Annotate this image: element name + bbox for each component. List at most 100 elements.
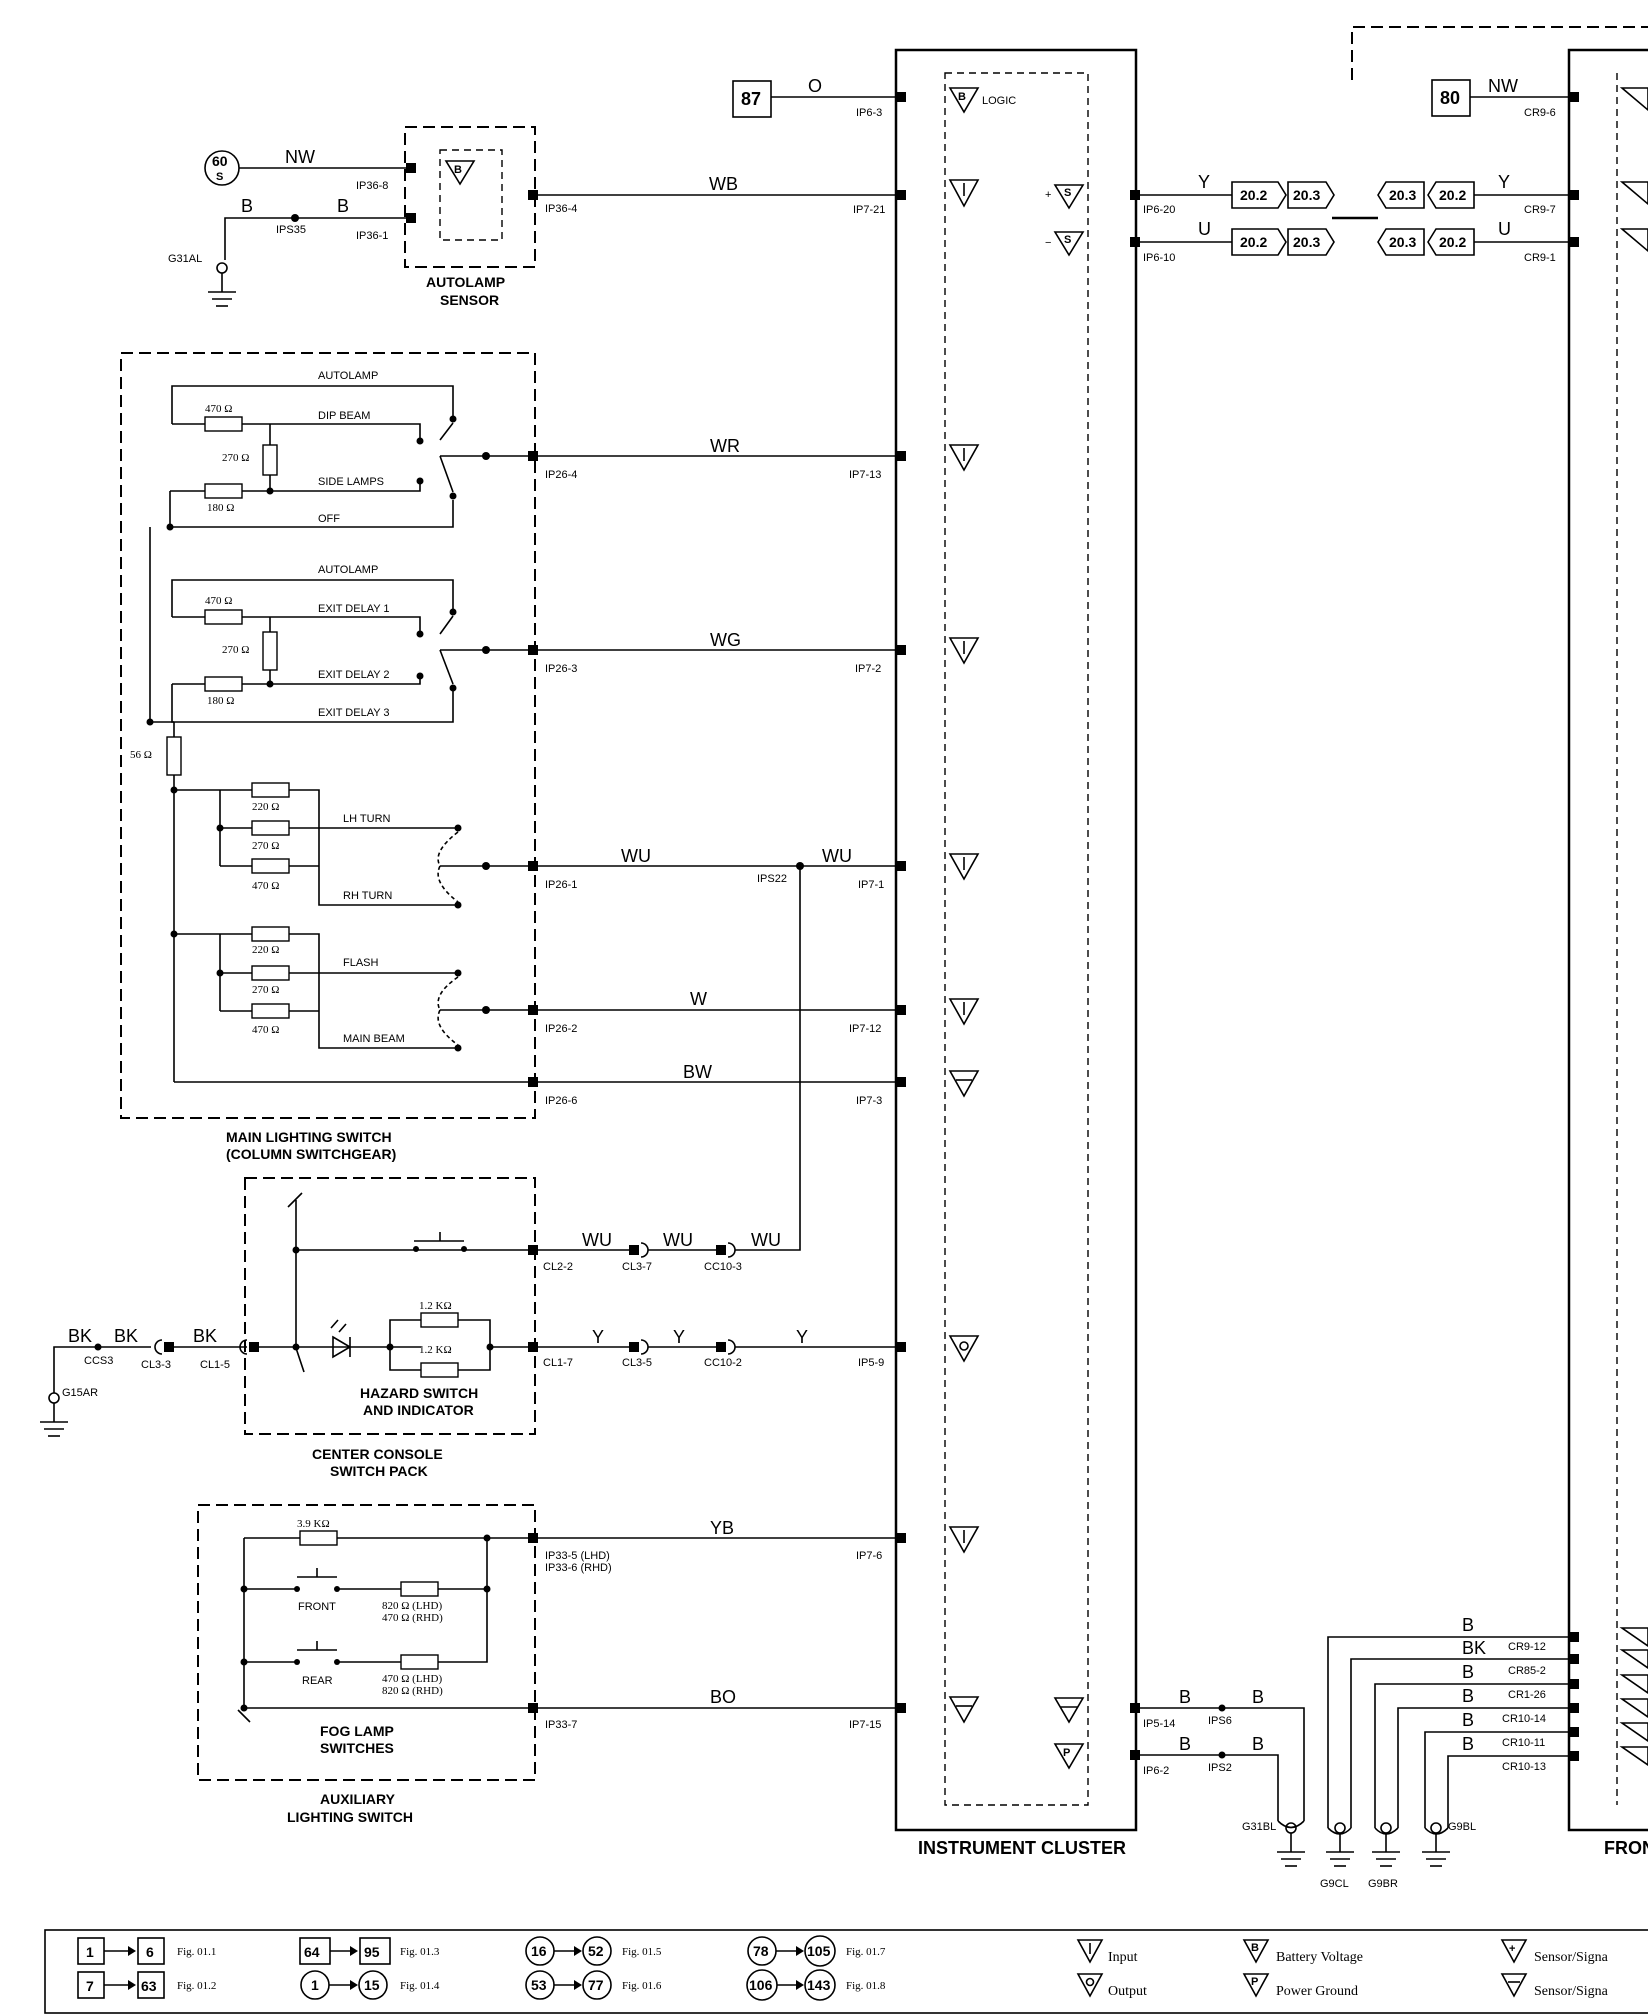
svg-text:IP26-1: IP26-1 — [545, 879, 577, 891]
svg-text:16: 16 — [531, 1943, 547, 1959]
svg-text:IP7-13: IP7-13 — [849, 469, 881, 481]
ground-g9bl-icon — [1430, 1822, 1442, 1834]
svg-text:20.2: 20.2 — [1439, 187, 1466, 203]
svg-text:Output: Output — [1108, 1984, 1147, 1999]
svg-text:S: S — [1064, 187, 1071, 199]
svg-text:IP26-3: IP26-3 — [545, 663, 577, 675]
svg-text:IP7-12: IP7-12 — [849, 1023, 881, 1035]
svg-text:105: 105 — [807, 1943, 831, 1959]
svg-text:WU: WU — [822, 846, 852, 866]
svg-text:CL1-5: CL1-5 — [200, 1359, 230, 1371]
svg-text:FLASH: FLASH — [343, 957, 379, 969]
svg-text:20.3: 20.3 — [1293, 234, 1320, 250]
svg-text:20.3: 20.3 — [1389, 187, 1416, 203]
ref-87[interactable] — [732, 80, 772, 118]
svg-text:BW: BW — [683, 1062, 712, 1082]
svg-text:B: B — [1252, 1734, 1264, 1754]
svg-text:BO: BO — [710, 1687, 736, 1707]
svg-text:FRONT: FRONT — [298, 1601, 336, 1613]
svg-text:77: 77 — [588, 1977, 604, 1993]
svg-text:FOG LAMP: FOG LAMP — [320, 1723, 394, 1739]
svg-text:CC10-3: CC10-3 — [704, 1261, 742, 1273]
svg-text:LOGIC: LOGIC — [982, 95, 1016, 107]
svg-text:Fig. 01.1: Fig. 01.1 — [177, 1946, 216, 1958]
svg-text:Y: Y — [796, 1327, 808, 1347]
legend-item-7: 78 105 Fig. 01.7 — [747, 1935, 886, 1967]
svg-text:20.2: 20.2 — [1240, 187, 1267, 203]
legend-sensor-negative: Sensor/Signa — [1500, 1973, 1609, 1999]
legend-item-6: 53 77 Fig. 01.6 — [525, 1970, 662, 2000]
svg-text:7: 7 — [86, 1978, 94, 1994]
svg-text:B: B — [1179, 1734, 1191, 1754]
svg-text:WU: WU — [663, 1230, 693, 1250]
svg-text:470 Ω (LHD): 470 Ω (LHD) — [382, 1673, 442, 1685]
battery-voltage-icon — [948, 87, 980, 114]
svg-text:SENSOR: SENSOR — [440, 292, 499, 308]
svg-text:CL3-5: CL3-5 — [622, 1357, 652, 1369]
svg-text:EXIT DELAY 3: EXIT DELAY 3 — [318, 707, 390, 719]
instrument-cluster-box — [894, 48, 1138, 1832]
svg-text:B: B — [1252, 1687, 1264, 1707]
svg-text:CR85-2: CR85-2 — [1508, 1665, 1546, 1677]
svg-text:143: 143 — [807, 1977, 831, 1993]
svg-text:470 Ω: 470 Ω — [205, 595, 232, 607]
svg-text:IP7-3: IP7-3 — [856, 1095, 882, 1107]
input-icon — [948, 179, 980, 208]
svg-text:U: U — [1498, 219, 1511, 239]
svg-text:95: 95 — [364, 1944, 380, 1960]
svg-text:Fig. 01.3: Fig. 01.3 — [400, 1946, 440, 1958]
ground-g31al-icon — [216, 262, 228, 274]
svg-text:O: O — [808, 76, 822, 96]
svg-text:CR10-14: CR10-14 — [1502, 1713, 1546, 1725]
svg-text:LH TURN: LH TURN — [343, 813, 391, 825]
svg-text:52: 52 — [588, 1943, 604, 1959]
ground-g9br-icon — [1380, 1822, 1392, 1834]
legend-item-1: 1 6 Fig. 01.1 — [77, 1937, 216, 1965]
svg-text:WR: WR — [710, 436, 740, 456]
svg-text:B: B — [1462, 1662, 1474, 1682]
svg-text:87: 87 — [741, 89, 761, 109]
svg-text:MAIN BEAM: MAIN BEAM — [343, 1033, 405, 1045]
svg-text:+: + — [1509, 1943, 1515, 1955]
svg-text:WG: WG — [710, 630, 741, 650]
svg-text:NW: NW — [285, 147, 315, 167]
svg-text:CR9-12: CR9-12 — [1508, 1641, 1546, 1653]
svg-text:AUTOLAMP: AUTOLAMP — [318, 564, 378, 576]
svg-text:IP26-6: IP26-6 — [545, 1095, 577, 1107]
svg-text:DIP BEAM: DIP BEAM — [318, 410, 370, 422]
main-lighting-switch-box — [120, 352, 536, 1119]
svg-text:Fig. 01.7: Fig. 01.7 — [846, 1946, 886, 1958]
legend-sensor-positive: + Sensor/Signa — [1500, 1939, 1609, 1965]
svg-text:G9CL: G9CL — [1320, 1878, 1349, 1890]
ref-80[interactable] — [1431, 79, 1471, 117]
svg-text:G31AL: G31AL — [168, 253, 202, 265]
svg-text:470 Ω: 470 Ω — [205, 403, 232, 415]
svg-text:IP36-1: IP36-1 — [356, 230, 388, 242]
svg-text:B: B — [337, 196, 349, 216]
svg-text:YB: YB — [710, 1518, 734, 1538]
svg-text:CR9-6: CR9-6 — [1524, 107, 1556, 119]
svg-text:Fig. 01.6: Fig. 01.6 — [622, 1980, 662, 1992]
svg-text:60: 60 — [212, 153, 228, 169]
svg-text:AND INDICATOR: AND INDICATOR — [363, 1402, 474, 1418]
svg-text:S: S — [216, 171, 223, 183]
svg-text:CR10-13: CR10-13 — [1502, 1761, 1546, 1773]
svg-text:SWITCHES: SWITCHES — [320, 1740, 394, 1756]
svg-text:G9BL: G9BL — [1448, 1821, 1476, 1833]
svg-text:EXIT DELAY 1: EXIT DELAY 1 — [318, 603, 390, 615]
svg-text:SWITCH PACK: SWITCH PACK — [330, 1463, 428, 1479]
svg-text:WU: WU — [621, 846, 651, 866]
svg-text:B: B — [1462, 1686, 1474, 1706]
svg-text:IP5-14: IP5-14 — [1143, 1718, 1175, 1730]
svg-text:S: S — [1064, 234, 1071, 246]
svg-text:53: 53 — [531, 1977, 547, 1993]
svg-text:Fig. 01.2: Fig. 01.2 — [177, 1980, 216, 1992]
svg-text:Sensor/Signa: Sensor/Signa — [1534, 1984, 1609, 1999]
svg-text:CCS3: CCS3 — [84, 1355, 113, 1367]
svg-text:80: 80 — [1440, 88, 1460, 108]
svg-text:Y: Y — [1498, 172, 1510, 192]
svg-text:6: 6 — [146, 1944, 154, 1960]
svg-text:IP7-15: IP7-15 — [849, 1719, 881, 1731]
svg-text:CL2-2: CL2-2 — [543, 1261, 573, 1273]
svg-text:Y: Y — [592, 1327, 604, 1347]
